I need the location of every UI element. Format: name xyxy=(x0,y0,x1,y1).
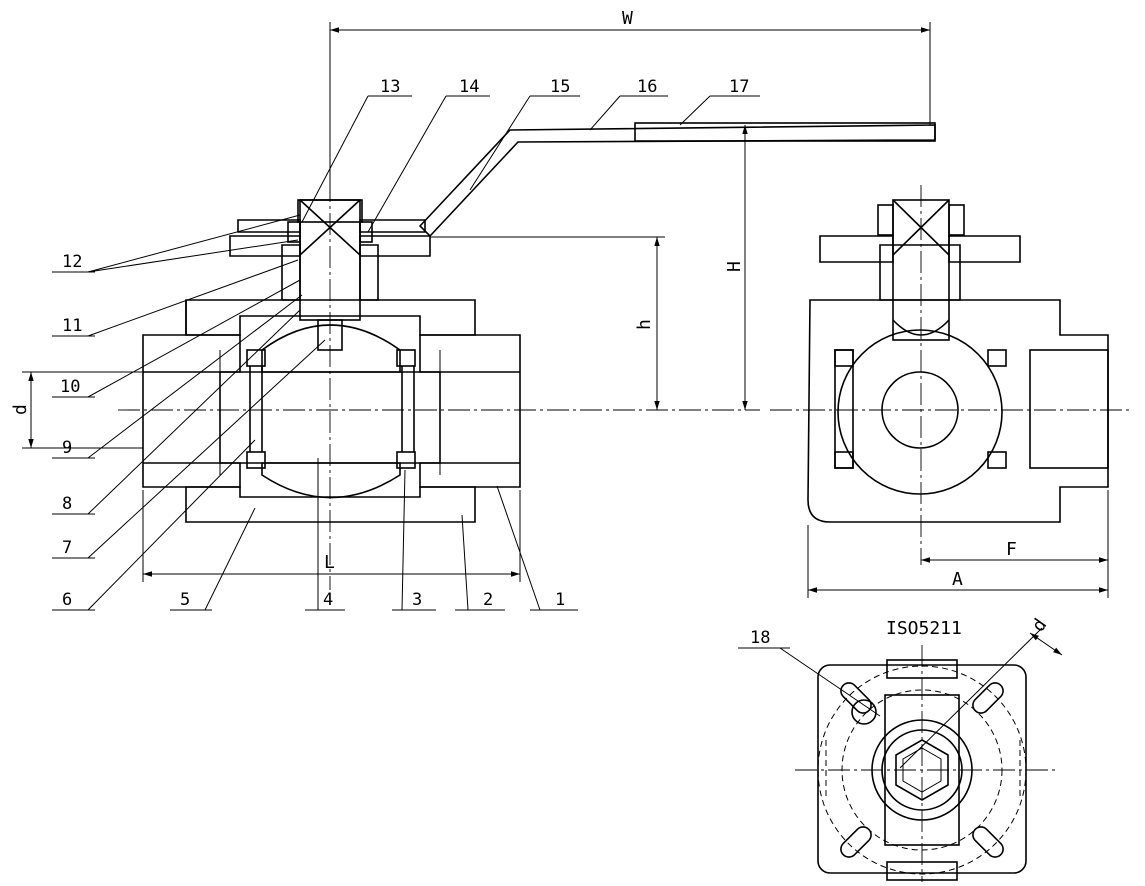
dim-mount-d: d xyxy=(1028,615,1051,636)
part-7: 7 xyxy=(62,538,72,558)
seat-right-top xyxy=(396,349,416,367)
mount-hole xyxy=(851,699,877,725)
dim-d: d xyxy=(10,404,31,415)
ball-lower xyxy=(261,462,401,499)
dim-f: F xyxy=(1006,539,1017,560)
bonnet xyxy=(281,244,379,301)
part-17: 17 xyxy=(729,77,749,97)
part-11: 11 xyxy=(62,316,82,336)
mount-pad-view: ISO5211 d 18 xyxy=(738,615,1063,882)
part-12: 12 xyxy=(62,252,82,272)
dim-w: W xyxy=(622,8,633,29)
dim-l: L xyxy=(324,552,335,573)
left-end-cap xyxy=(142,334,241,488)
callouts-top: 13 14 15 16 17 xyxy=(301,77,760,233)
iso-label: ISO5211 xyxy=(886,618,962,639)
part-8: 8 xyxy=(62,494,72,514)
callouts-bottom: 5 4 3 2 1 xyxy=(170,458,578,611)
dim-a: A xyxy=(952,569,963,590)
ball-upper xyxy=(261,324,401,373)
side-ball xyxy=(837,329,1003,495)
part-6: 6 xyxy=(62,590,72,610)
dimensions-left: W H h d L xyxy=(10,8,931,582)
part-2: 2 xyxy=(483,590,493,610)
part-5: 5 xyxy=(180,590,190,610)
part-10: 10 xyxy=(60,377,80,397)
part-1: 1 xyxy=(555,590,565,610)
part-4: 4 xyxy=(323,590,333,610)
part-16: 16 xyxy=(637,77,657,97)
part-18: 18 xyxy=(750,628,770,648)
seat-left-top xyxy=(246,349,266,367)
seat-left-bottom xyxy=(246,451,266,469)
right-end-cap xyxy=(419,334,521,488)
handle-grip xyxy=(634,122,936,142)
part-15: 15 xyxy=(550,77,570,97)
part-14: 14 xyxy=(459,77,479,97)
hex-stem xyxy=(895,739,949,801)
body-lower xyxy=(185,486,476,523)
dim-h-upper: H xyxy=(724,261,745,272)
dimensions-right: F A xyxy=(807,490,1109,598)
side-view xyxy=(770,185,1130,565)
body-upper xyxy=(185,299,476,336)
section-view xyxy=(118,122,936,590)
part-9: 9 xyxy=(62,438,72,458)
side-body xyxy=(807,299,1109,523)
dim-h-lower: h xyxy=(634,319,655,330)
seat-right-bottom xyxy=(396,451,416,469)
part-13: 13 xyxy=(380,77,400,97)
part-3: 3 xyxy=(412,590,422,610)
callouts-left: 12 11 10 9 8 7 6 xyxy=(52,214,326,611)
